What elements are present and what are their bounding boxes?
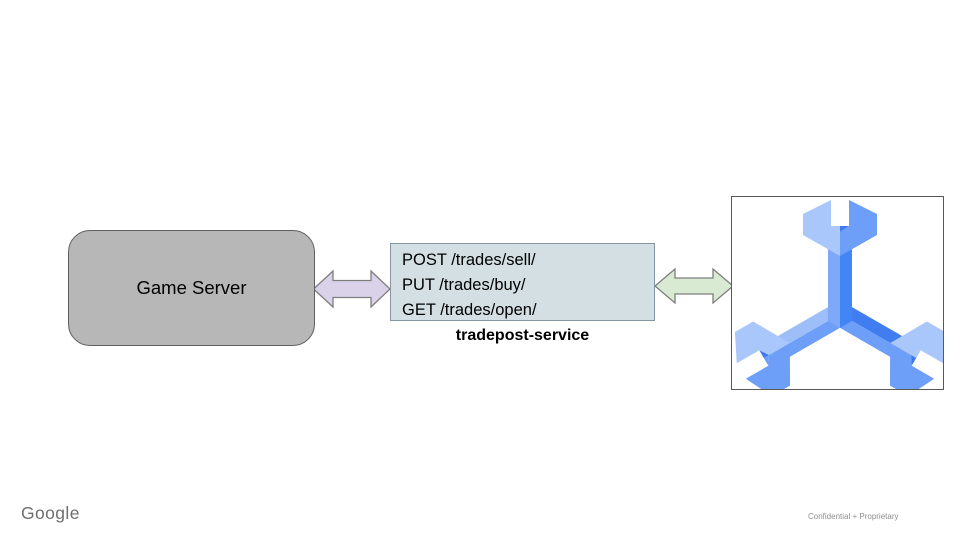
icon-arm-up <box>803 200 877 328</box>
endpoint-line-get: GET /trades/open/ <box>402 301 537 319</box>
bidirectional-arrow-left <box>312 269 391 309</box>
game-server-node: Game Server <box>68 230 315 346</box>
endpoint-line-post: POST /trades/sell/ <box>402 251 536 269</box>
game-server-label: Game Server <box>136 277 247 298</box>
container-engine-node <box>731 196 946 397</box>
confidential-note: Confidential + Proprietary <box>808 512 899 521</box>
container-engine-icon <box>734 200 946 397</box>
service-name-label: tradepost-service <box>455 327 590 344</box>
tradepost-endpoints-box: POST /trades/sell/ PUT /trades/buy/ GET … <box>390 243 655 321</box>
endpoint-line-put: PUT /trades/buy/ <box>402 276 526 294</box>
google-logo: Google <box>21 503 80 523</box>
bidirectional-arrow-right <box>653 267 735 305</box>
